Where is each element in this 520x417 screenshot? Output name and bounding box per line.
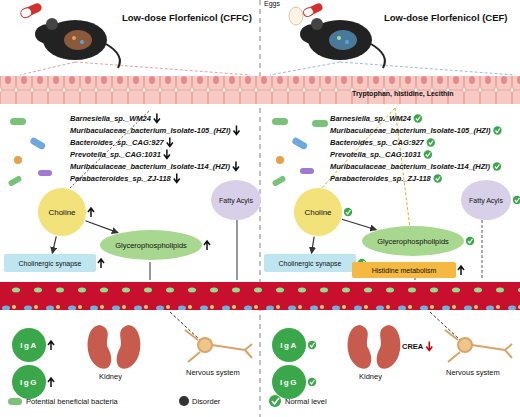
trend-arrow xyxy=(233,162,239,171)
node-text: IgG xyxy=(280,378,298,387)
bacteria-name: Parabacteroides_sp._ZJ-118 xyxy=(70,174,171,183)
trend-arrow xyxy=(458,266,464,275)
node-text: IgA xyxy=(280,341,297,350)
check-mark xyxy=(466,237,474,245)
metabolite-ellipse: Fatty Acyls xyxy=(461,180,511,220)
bacteria-name: Bacteroides_sp._CAG:927 xyxy=(70,138,164,147)
trend-arrow xyxy=(154,114,160,123)
metabolite-circle: Choline xyxy=(294,188,342,236)
node-text: Glycerophospholipids xyxy=(377,237,449,246)
trend-arrow xyxy=(174,174,180,183)
metabolite-circle: Choline xyxy=(38,188,86,236)
bacteria-name: CREA xyxy=(402,342,423,351)
trend-arrow xyxy=(48,378,54,387)
label-text: Tryptophan, histidine, Lecithin xyxy=(352,90,454,97)
trend-arrow xyxy=(204,241,210,250)
label-text: Nervous system xyxy=(446,368,500,377)
bacteria-name: Prevotella_sp._CAG:1031 xyxy=(70,150,161,159)
bacteria-name: Bacteroides_sp._CAG:927 xyxy=(330,138,424,147)
connector xyxy=(342,219,376,229)
neuron xyxy=(185,330,512,362)
node-text: Cholinergic synapse xyxy=(278,260,341,267)
legend-text: Potential beneficial bacteria xyxy=(26,397,118,406)
label-text: Low-dose Florfenicol (CEF) xyxy=(384,12,508,23)
kidney xyxy=(88,325,401,369)
bacteria-name: Prevotella_sp._CAG:1031 xyxy=(330,150,421,159)
bacteria-name: Barnesiella_sp._WM24 xyxy=(330,114,411,123)
mouse xyxy=(19,2,120,68)
legend-sample xyxy=(269,395,281,407)
label-text: Nervous system xyxy=(186,368,240,377)
pathway-box: Cholinergic synapse xyxy=(4,254,96,272)
trend-arrow xyxy=(164,150,170,159)
pathway-box: Histidine metabolism xyxy=(352,262,456,278)
node-text: Fatty Acyls xyxy=(469,197,503,204)
metabolite-circle: IgG xyxy=(272,365,306,399)
connector xyxy=(312,237,315,253)
check-mark xyxy=(424,150,432,158)
bacteria-name: Muribaculaceae_bacterium_Isolate-114_(HZ… xyxy=(330,162,490,171)
label-text: Low-dose Florfenicol (CFFC) xyxy=(122,12,252,23)
bacteria-name: Muribaculaceae_bacterium_Isolate-105_(HZ… xyxy=(70,126,230,135)
node-text: IgG xyxy=(20,378,38,387)
check-mark xyxy=(414,114,422,122)
legend-text: Normal level xyxy=(285,397,327,406)
trend-arrow xyxy=(233,126,239,135)
node-text: Choline xyxy=(48,208,75,217)
trend-arrow xyxy=(88,208,94,217)
node-text: Cholinergic synapse xyxy=(18,260,81,267)
connector xyxy=(85,221,117,233)
bacteria-name: Muribaculaceae_bacterium_Isolate-105_(HZ… xyxy=(330,126,490,135)
bacteria-icons xyxy=(7,118,328,187)
pathway-box: Cholinergic synapse xyxy=(264,254,356,272)
trend-arrow xyxy=(48,341,54,350)
label-text: Kidney xyxy=(99,372,122,381)
metabolite-circle: IgA xyxy=(12,328,46,362)
legend-sample xyxy=(8,398,22,405)
metabolite-circle: IgA xyxy=(272,328,306,362)
label-text: Eggs xyxy=(264,0,280,7)
check-mark xyxy=(308,378,316,386)
node-text: IgA xyxy=(20,341,37,350)
trend-arrow xyxy=(426,342,432,351)
check-mark xyxy=(493,126,501,134)
metabolite-ellipse: Glycerophospholipids xyxy=(100,230,202,260)
mouse xyxy=(20,2,515,75)
bacteria-name: Barnesiella_sp._WM24 xyxy=(70,114,151,123)
node-text: Histidine metabolism xyxy=(372,267,437,274)
node-text: Glycerophospholipids xyxy=(115,241,187,250)
connector xyxy=(52,236,56,253)
node-text: Fatty Acyls xyxy=(219,197,253,204)
metabolite-circle: IgG xyxy=(12,365,46,399)
metabolite-ellipse: Glycerophospholipids xyxy=(362,226,464,256)
check-mark xyxy=(434,174,442,182)
check-mark xyxy=(513,196,520,204)
check-mark xyxy=(344,208,352,216)
metabolite-ellipse: Fatty Acyls xyxy=(211,180,261,220)
check-mark xyxy=(427,138,435,146)
check-mark xyxy=(493,162,501,170)
bacteria-name: Muribaculaceae_bacterium_Isolate-114_(HZ… xyxy=(70,162,230,171)
legend-sample xyxy=(179,396,189,406)
label-text: Kidney xyxy=(359,372,382,381)
legend-text: Disorder xyxy=(192,397,220,406)
check-mark xyxy=(308,341,316,349)
trend-arrow xyxy=(167,138,173,147)
node-text: Choline xyxy=(304,208,331,217)
trend-arrow xyxy=(98,259,104,268)
bacteria-name: Parabacteroides_sp._ZJ-118 xyxy=(330,174,431,183)
